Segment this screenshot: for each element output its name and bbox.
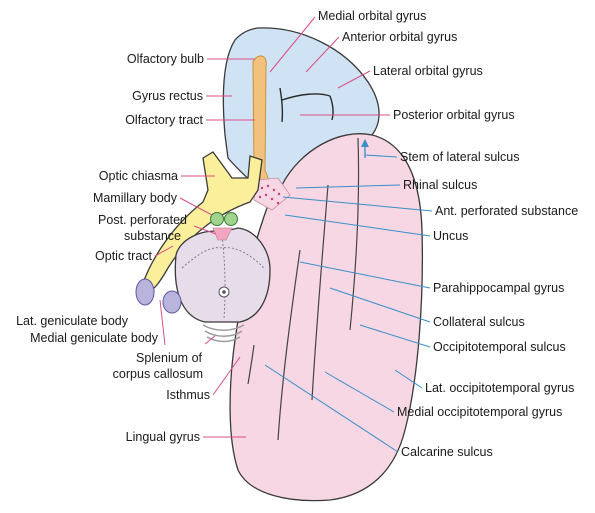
label-mamillary-body: Mamillary body [93, 191, 178, 205]
label-post-perforated-line1: Post. perforated [98, 213, 187, 227]
label-parahippocampal-gyrus: Parahippocampal gyrus [433, 281, 564, 295]
label-splenium-line2: corpus callosum [113, 367, 203, 381]
label-ant-perforated-substance: Ant. perforated substance [435, 204, 578, 218]
aqueduct-inner [222, 290, 226, 294]
label-medial-orbital-gyrus: Medial orbital gyrus [318, 9, 426, 23]
label-lat-geniculate-body: Lat. geniculate body [16, 314, 129, 328]
label-occipitotemporal-sulcus: Occipitotemporal sulcus [433, 340, 566, 354]
mamillary-body-left [211, 213, 224, 226]
label-post-perforated-line2: substance [124, 229, 181, 243]
label-lingual-gyrus: Lingual gyrus [126, 430, 200, 444]
label-optic-tract: Optic tract [95, 249, 152, 263]
label-anterior-orbital-gyrus: Anterior orbital gyrus [342, 30, 457, 44]
label-olfactory-bulb: Olfactory bulb [127, 52, 204, 66]
label-rhinal-sulcus: Rhinal sulcus [403, 178, 477, 192]
label-collateral-sulcus: Collateral sulcus [433, 315, 525, 329]
label-uncus: Uncus [433, 229, 468, 243]
mamillary-body-right [225, 213, 238, 226]
midbrain [175, 228, 270, 322]
label-splenium-line1: Splenium of [136, 351, 203, 365]
label-olfactory-tract: Olfactory tract [125, 113, 203, 127]
label-stem-of-lateral-sulcus: Stem of lateral sulcus [400, 150, 520, 164]
label-medial-geniculate-body: Medial geniculate body [30, 331, 159, 345]
label-medial-occipitotemporal-gyrus: Medial occipitotemporal gyrus [397, 405, 562, 419]
label-lat-occipitotemporal-gyrus: Lat. occipitotemporal gyrus [425, 381, 574, 395]
label-lateral-orbital-gyrus: Lateral orbital gyrus [373, 64, 483, 78]
label-posterior-orbital-gyrus: Posterior orbital gyrus [393, 108, 515, 122]
label-calcarine-sulcus: Calcarine sulcus [401, 445, 493, 459]
label-gyrus-rectus: Gyrus rectus [132, 89, 203, 103]
label-isthmus: Isthmus [166, 388, 210, 402]
medial-geniculate-body [163, 291, 181, 313]
label-optic-chiasma: Optic chiasma [99, 169, 178, 183]
lateral-geniculate-body [136, 279, 154, 305]
